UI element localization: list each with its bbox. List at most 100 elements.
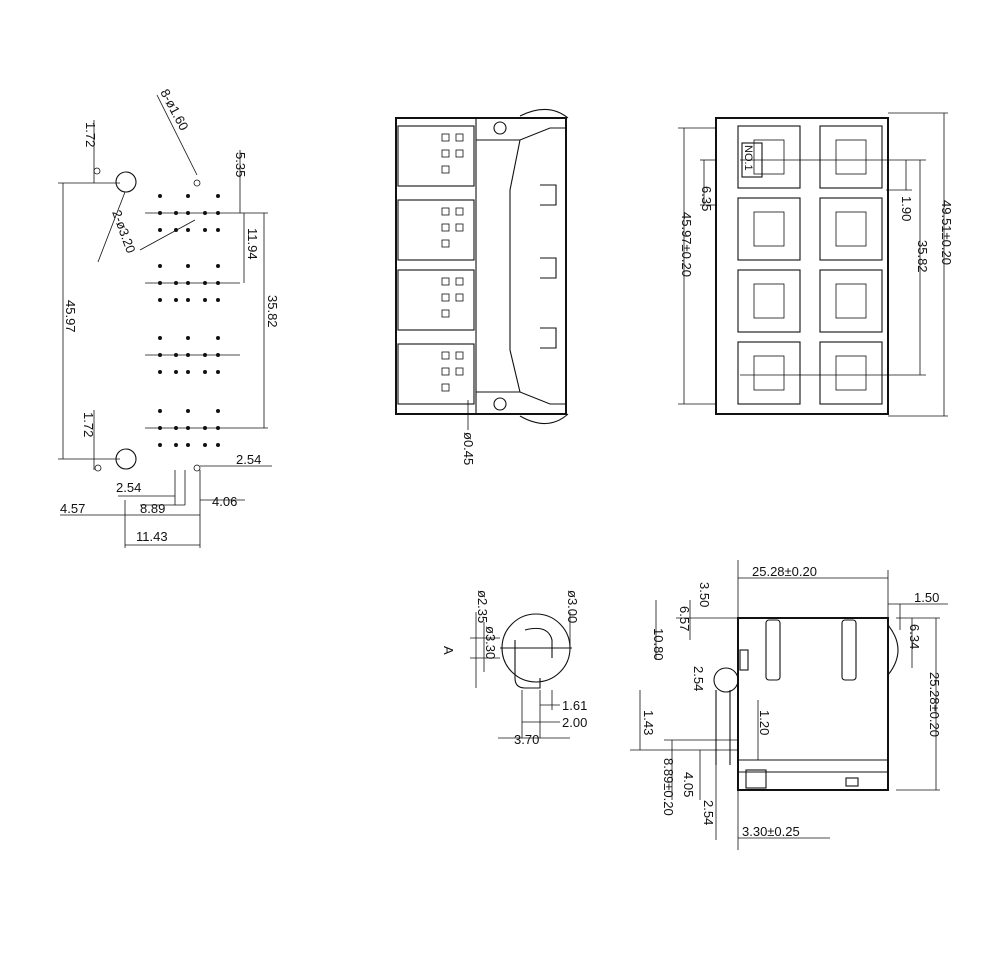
- side-view: 25.28±0.20 1.50 3.50 10.80 6.57 6.34 2.5…: [630, 560, 948, 850]
- back-port-inner: [753, 283, 785, 319]
- side-dim-3: 3.50: [697, 582, 712, 607]
- led-square: [441, 277, 450, 286]
- pin-dim-2: ø3.30: [483, 626, 498, 659]
- pin-dot: [186, 443, 190, 447]
- side-dim-4: 10.80: [651, 628, 666, 661]
- back-dim-6: NO.1: [742, 145, 754, 171]
- side-dim-13: 2.54: [701, 800, 716, 825]
- side-dim-1: 25.28±0.20: [752, 564, 817, 579]
- side-dim-14: 3.30±0.25: [742, 824, 800, 839]
- pin-dot: [186, 264, 190, 268]
- led-square: [441, 239, 450, 248]
- led-square: [441, 383, 450, 392]
- pin-dot: [158, 443, 162, 447]
- footprint-view: 1.72 5.35 2-ø3.20 8-ø1.60 11.94 35.82 45…: [58, 86, 280, 548]
- pin-dot: [203, 228, 207, 232]
- side-dim-6: 6.34: [907, 624, 922, 649]
- led-square: [455, 223, 464, 232]
- front-view: ø0.45: [395, 108, 569, 465]
- fp-dim-11: 4.57: [60, 501, 85, 516]
- pin-dim-1: ø2.35: [475, 590, 490, 623]
- pin-detail-view: ø2.35 ø3.30 ø3.00 A 1.61 2.00 3.70: [441, 590, 587, 747]
- led-square: [441, 367, 450, 376]
- pin-dot: [203, 370, 207, 374]
- back-port-inner: [835, 211, 867, 247]
- back-port-inner: [753, 211, 785, 247]
- pin-dot: [216, 194, 220, 198]
- fp-dim-10: 2.54: [116, 480, 141, 495]
- fp-dim-7: 45.97: [63, 300, 78, 333]
- back-port-inner: [753, 139, 785, 175]
- front-port-cell: [397, 343, 475, 405]
- led-square: [455, 293, 464, 302]
- fp-dim-8: 1.72: [81, 412, 96, 437]
- back-port-inner: [753, 355, 785, 391]
- back-dim-5: 35.82: [915, 240, 930, 273]
- led-square: [441, 223, 450, 232]
- pin-dot: [158, 336, 162, 340]
- pin-dot: [174, 370, 178, 374]
- pin-dot: [186, 194, 190, 198]
- front-dim-1: ø0.45: [461, 432, 476, 465]
- back-dim-2: 45.97±0.20: [679, 212, 694, 277]
- led-square: [441, 165, 450, 174]
- back-port-cell: [737, 197, 801, 261]
- front-port-cell: [397, 125, 475, 187]
- front-port-cells: [397, 125, 475, 405]
- pin-dot: [174, 298, 178, 302]
- side-dim-7: 2.54: [691, 666, 706, 691]
- back-port-cell: [737, 269, 801, 333]
- pin-dot: [186, 228, 190, 232]
- fp-dim-3: 2-ø3.20: [109, 208, 138, 255]
- led-square: [441, 207, 450, 216]
- back-port-cells: [737, 125, 883, 405]
- fp-dim-6: 35.82: [265, 295, 280, 328]
- pin-dot: [216, 409, 220, 413]
- mount-hole-top: [115, 171, 137, 193]
- pin-dot: [186, 409, 190, 413]
- led-square: [455, 277, 464, 286]
- back-port-cell: [737, 341, 801, 405]
- pin-dot: [186, 336, 190, 340]
- fp-dim-12: 8.89: [140, 501, 165, 516]
- pin-dim-7: 3.70: [514, 732, 539, 747]
- back-port-cell: [737, 125, 801, 189]
- led-square: [441, 133, 450, 142]
- led-square: [455, 367, 464, 376]
- pin-dot: [216, 298, 220, 302]
- fp-dim-5: 11.94: [245, 228, 260, 260]
- fp-dim-14: 11.43: [136, 529, 168, 544]
- side-dim-9: 1.20: [757, 710, 772, 735]
- back-port-inner: [835, 283, 867, 319]
- back-port-cell: [819, 197, 883, 261]
- led-square: [441, 293, 450, 302]
- fp-dim-2: 5.35: [233, 152, 248, 177]
- pin-dot: [186, 298, 190, 302]
- back-dim-1: 6.35: [699, 186, 714, 211]
- pin-dot: [216, 264, 220, 268]
- pin-dot: [158, 194, 162, 198]
- pin-dot-grid: [158, 194, 220, 447]
- pin-dim-6: 2.00: [562, 715, 587, 730]
- back-port-inner: [835, 355, 867, 391]
- side-dim-12: 8.89±0.20: [661, 758, 676, 816]
- led-square: [441, 149, 450, 158]
- back-dim-3: 49.51±0.20: [939, 200, 954, 265]
- pin-dot: [174, 443, 178, 447]
- pin-dot: [158, 409, 162, 413]
- pin-dot: [203, 443, 207, 447]
- pin-dot: [158, 228, 162, 232]
- led-square: [441, 351, 450, 360]
- pin-dot: [216, 370, 220, 374]
- back-dim-4: 1.90: [899, 196, 914, 221]
- led-square: [455, 133, 464, 142]
- front-port-cell: [397, 199, 475, 261]
- fp-dim-13: 4.06: [212, 494, 237, 509]
- pin-dot: [158, 298, 162, 302]
- side-dim-2: 1.50: [914, 590, 939, 605]
- led-square: [441, 309, 450, 318]
- pin-dot: [158, 370, 162, 374]
- back-view: 6.35 45.97±0.20 49.51±0.20 1.90 35.82 NO…: [678, 112, 954, 417]
- led-square: [455, 207, 464, 216]
